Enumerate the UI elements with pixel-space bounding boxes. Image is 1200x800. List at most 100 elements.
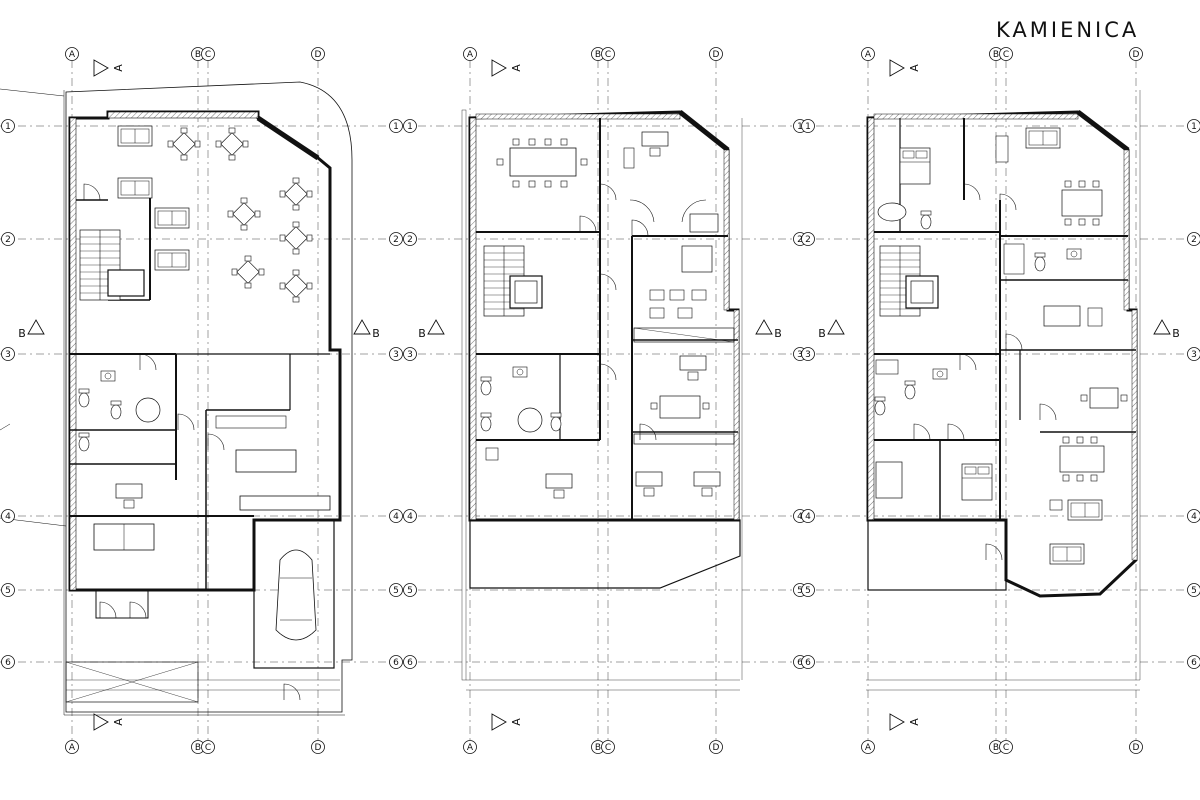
grid-axis-label: A — [69, 50, 76, 60]
grid-axis-4-right: 4 — [1187, 509, 1200, 523]
grid-axis-c-bottom: C — [601, 740, 615, 754]
grid-axis-5-left: 5 — [801, 583, 815, 597]
bed — [899, 147, 931, 185]
grid-axis-label: 5 — [393, 586, 399, 596]
grid-axis-b-top: B — [989, 47, 1003, 61]
grid-axis-c-top: C — [201, 47, 215, 61]
grid-axis-label: 6 — [407, 658, 413, 668]
grid-axis-label: C — [205, 743, 211, 753]
washbasin — [100, 370, 116, 382]
grid-axis-label: A — [467, 743, 474, 753]
ground-floor-plan — [0, 60, 398, 742]
grid-axis-d-top: D — [709, 47, 723, 61]
grid-axis-label: 6 — [5, 658, 11, 668]
grid-axis-5-left: 5 — [403, 583, 417, 597]
section-a-marker-top: A — [491, 59, 523, 77]
office-floor-plan — [418, 60, 796, 742]
grid-axis-2-right: 2 — [389, 232, 403, 246]
car — [275, 549, 317, 641]
section-a-label: A — [908, 64, 921, 72]
grid-axis-label: 1 — [407, 122, 413, 132]
grid-axis-label: 5 — [407, 586, 413, 596]
grid-axis-label: 2 — [1191, 235, 1197, 245]
grid-axis-6-left: 6 — [801, 655, 815, 669]
washbasin — [932, 368, 948, 380]
cafe-table — [227, 197, 261, 231]
section-b-label: B — [372, 327, 380, 340]
grid-axis-label: 4 — [805, 512, 811, 522]
grid-axis-2-right: 2 — [1187, 232, 1200, 246]
grid-axis-label: D — [315, 743, 322, 753]
grid-axis-d-bottom: D — [311, 740, 325, 754]
grid-axis-label: B — [595, 743, 601, 753]
grid-axis-label: C — [205, 50, 211, 60]
grid-axis-label: 6 — [805, 658, 811, 668]
balcony — [469, 519, 741, 589]
grid-axis-6-right: 6 — [1187, 655, 1200, 669]
grid-axis-label: C — [605, 743, 611, 753]
lift-shaft — [905, 275, 939, 309]
outer-walls — [68, 110, 342, 592]
grid-axis-c-bottom: C — [201, 740, 215, 754]
grid-axis-4-left: 4 — [801, 509, 815, 523]
grid-axis-4-left: 4 — [1, 509, 15, 523]
grid-axis-label: D — [315, 50, 322, 60]
toilet — [480, 376, 492, 396]
grid-axis-label: 5 — [797, 586, 803, 596]
grid-axis-label: 2 — [805, 235, 811, 245]
grid-axis-label: 3 — [797, 350, 803, 360]
grid-axis-3-left: 3 — [801, 347, 815, 361]
grid-axis-label: 2 — [797, 235, 803, 245]
grid-axis-label: C — [1003, 743, 1009, 753]
section-b-label: B — [818, 327, 826, 340]
toilet — [904, 380, 916, 400]
section-b-marker-left: B — [818, 319, 845, 340]
grid-axis-d-bottom: D — [1129, 740, 1143, 754]
grid-axis-label: A — [865, 743, 872, 753]
grid-axis-label: C — [605, 50, 611, 60]
sofa — [154, 249, 190, 271]
grid-axis-3-left: 3 — [403, 347, 417, 361]
grid-axis-label: 1 — [1191, 122, 1197, 132]
grid-axis-1-left: 1 — [403, 119, 417, 133]
drawing-title: KAMIENICA — [996, 18, 1140, 42]
grid-axis-label: 6 — [797, 658, 803, 668]
grid-axis-1-right: 1 — [1187, 119, 1200, 133]
desk — [115, 483, 143, 509]
sofa — [117, 125, 153, 147]
toilet — [110, 400, 122, 420]
desk — [641, 131, 669, 157]
grid-axis-a-top: A — [65, 47, 79, 61]
section-a-label: A — [510, 64, 523, 72]
lift-shaft — [509, 275, 543, 309]
desk — [679, 355, 707, 381]
section-b-label: B — [418, 327, 426, 340]
grid-axis-2-left: 2 — [1, 232, 15, 246]
section-a-marker-bottom: A — [491, 713, 523, 731]
grid-axis-c-top: C — [601, 47, 615, 61]
grid-axis-5-left: 5 — [1, 583, 15, 597]
desk — [635, 471, 663, 497]
grid-lines — [0, 60, 398, 742]
sofa — [117, 177, 153, 199]
grid-axis-label: D — [1133, 743, 1140, 753]
grid-axis-label: 1 — [393, 122, 399, 132]
grid-axis-label: 5 — [5, 586, 11, 596]
grid-axis-label: 6 — [1191, 658, 1197, 668]
section-a-marker-bottom: A — [93, 713, 125, 731]
section-a-label: A — [510, 718, 523, 726]
grid-axis-label: 4 — [1191, 512, 1197, 522]
cafe-table — [215, 127, 249, 161]
grid-axis-label: 3 — [5, 350, 11, 360]
grid-axis-5-right: 5 — [1187, 583, 1200, 597]
toilet — [480, 412, 492, 432]
bed — [961, 463, 993, 501]
section-a-label: A — [112, 64, 125, 72]
toilet — [78, 388, 90, 408]
grid-axis-label: A — [467, 50, 474, 60]
grid-axis-label: 3 — [1191, 350, 1197, 360]
grid-axis-6-right: 6 — [389, 655, 403, 669]
balcony — [867, 519, 1007, 591]
section-b-label: B — [1172, 327, 1180, 340]
grid-axis-label: B — [993, 743, 999, 753]
